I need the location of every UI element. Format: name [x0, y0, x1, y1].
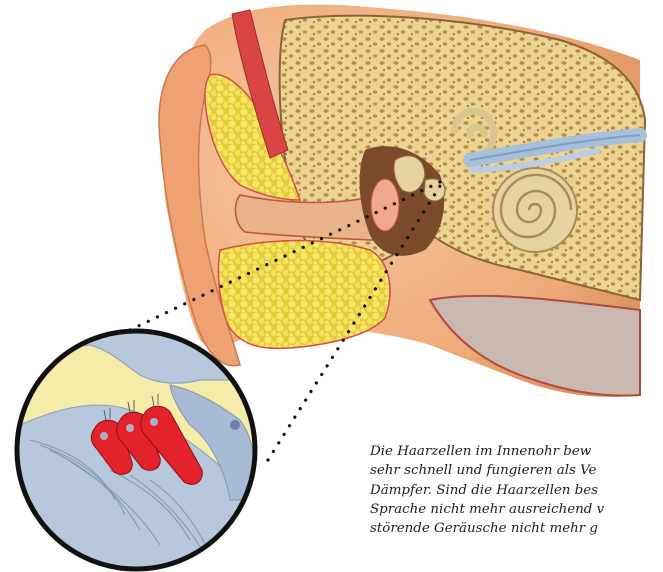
- caption-line-2: sehr schnell und fungieren als Ve: [370, 461, 663, 480]
- cochlea: [493, 168, 577, 252]
- hair-cell-nucleus-3: [150, 418, 158, 426]
- hair-cell-nucleus-1: [100, 432, 108, 440]
- caption-text: Die Haarzellen im Innenohr bew sehr schn…: [370, 442, 663, 538]
- caption-line-3: Dämpfer. Sind die Haarzellen bes: [370, 481, 663, 500]
- ear-cross-section: [159, 4, 645, 396]
- lower-fat-tissue: [218, 241, 390, 349]
- caption-line-5: störende Geräusche nicht mehr g: [370, 519, 663, 538]
- caption-line-4: Sprache nicht mehr ausreichend v: [370, 500, 663, 519]
- hair-cell-nucleus-2: [126, 424, 134, 432]
- support-cell-nucleus: [230, 420, 240, 430]
- caption-line-1: Die Haarzellen im Innenohr bew: [370, 442, 663, 461]
